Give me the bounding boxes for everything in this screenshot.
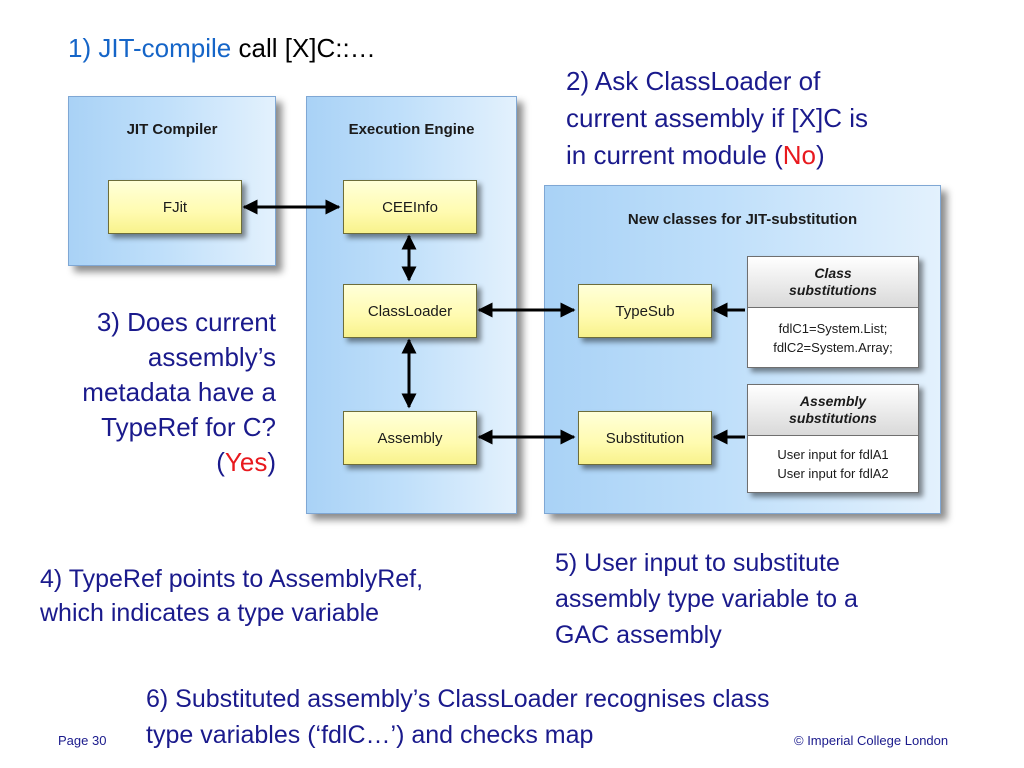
class-substitutions-body: fdlC1=System.List; fdlC2=System.Array; [748, 308, 918, 367]
page-number: Page 30 [58, 733, 107, 748]
step2-line3: in current module (No) [566, 140, 825, 170]
step2-text: 2) Ask ClassLoader of current assembly i… [566, 63, 868, 174]
step3-line3: metadata have a [82, 377, 276, 407]
fjit-box: FJit [108, 180, 242, 234]
substitution-box: Substitution [578, 411, 712, 465]
class-substitution-row: fdlC1=System.List; [778, 320, 888, 336]
step3-line5: (Yes) [216, 447, 276, 477]
assembly-box: Assembly [343, 411, 477, 465]
assembly-substitution-row: User input for fdlA1 [777, 447, 889, 462]
step3-text: 3) Does current assembly’s metadata have… [20, 305, 276, 480]
step5-text: 5) User input to substitute assembly typ… [555, 545, 858, 653]
new-classes-title: New classes for JIT-substitution [627, 211, 858, 228]
step2-line1: 2) Ask ClassLoader of [566, 66, 821, 96]
assembly-substitutions-body: User input for fdlA1 User input for fdlA… [748, 436, 918, 492]
step6-text: 6) Substituted assembly’s ClassLoader re… [146, 681, 769, 753]
step5-line2: assembly type variable to a [555, 585, 858, 613]
step1-text: 1) JIT-compile call [X]C::… [68, 32, 376, 64]
step3-line2: assembly’s [147, 342, 276, 372]
step2-line2: current assembly if [X]C is [566, 103, 868, 133]
step4-line2: which indicates a type variable [40, 599, 380, 627]
step1-jit-label: 1) JIT-compile [68, 33, 232, 63]
step4-line1: 4) TypeRef points to AssemblyRef, [40, 565, 424, 593]
step4-text: 4) TypeRef points to AssemblyRef, which … [40, 562, 423, 630]
step2-answer: No [782, 140, 817, 170]
step5-line3: GAC assembly [555, 621, 722, 649]
ceeinfo-box: CEEInfo [343, 180, 477, 234]
step3-line4: TypeRef for C? [101, 412, 276, 442]
class-substitution-row: fdlC2=System.Array; [773, 339, 893, 355]
copyright: © Imperial College London [794, 733, 949, 748]
step6-line1: 6) Substituted assembly’s ClassLoader re… [146, 685, 770, 713]
step6-line2: type variables (‘fdlC…’) and checks map [146, 721, 594, 749]
step3-answer: Yes [224, 447, 268, 477]
execution-engine-title: Execution Engine [348, 121, 475, 138]
jit-compiler-title: JIT Compiler [126, 121, 218, 138]
typesub-box: TypeSub [578, 284, 712, 338]
step1-call-label: call [X]C::… [231, 33, 376, 63]
classloader-box: ClassLoader [343, 284, 477, 338]
step5-line1: 5) User input to substitute [555, 549, 840, 577]
assembly-substitution-row: User input for fdlA2 [777, 466, 889, 481]
step3-line1: 3) Does current [96, 307, 276, 337]
